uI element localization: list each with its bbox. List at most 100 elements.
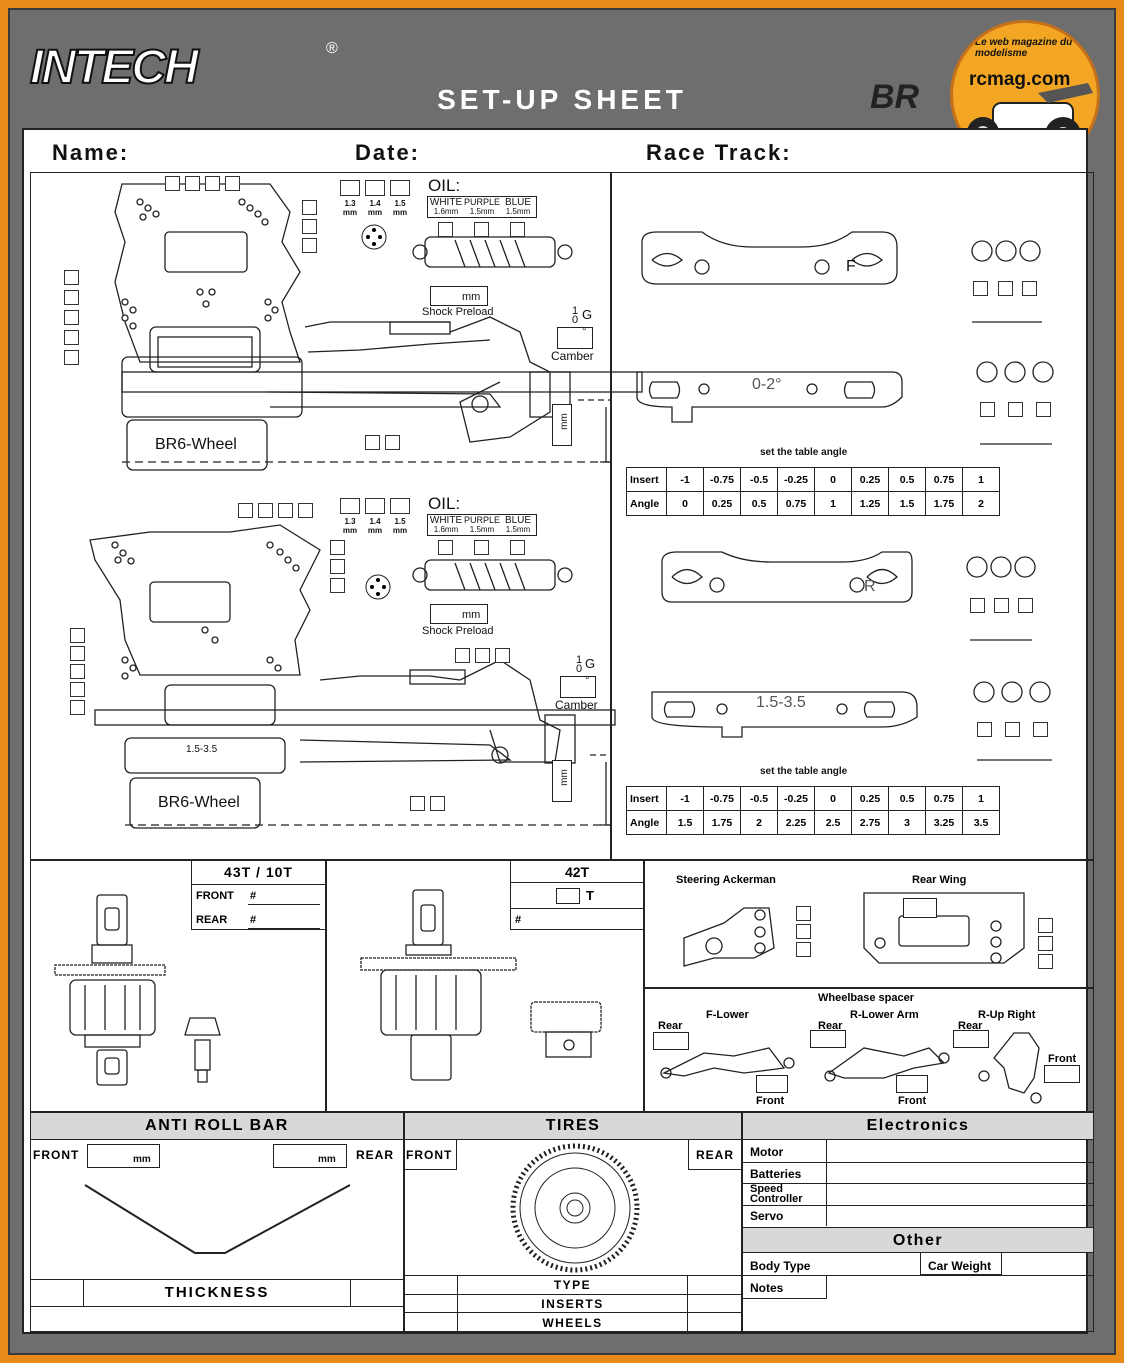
front-tower-left-5[interactable]: [64, 350, 79, 365]
wb-part1-front-field[interactable]: [756, 1075, 788, 1093]
front-tower-left-3[interactable]: [64, 310, 79, 325]
front-tower-box-4[interactable]: [225, 176, 240, 191]
rear-tower-box-4[interactable]: [298, 503, 313, 518]
wb-part2-front-field[interactable]: [896, 1075, 928, 1093]
rear-tower-left-3[interactable]: [70, 664, 85, 679]
rear-tower-right-2[interactable]: [330, 559, 345, 574]
rear-link-box-3[interactable]: [495, 648, 510, 663]
anti-roll-front-field[interactable]: [87, 1144, 160, 1168]
ackerman-box-1[interactable]: [796, 906, 811, 921]
wb-part2-rear-field[interactable]: [810, 1030, 846, 1048]
front-ride-height-field[interactable]: [552, 404, 572, 446]
tires-wheels[interactable]: WHEELS: [542, 1316, 603, 1330]
diff1-front-field[interactable]: [248, 904, 320, 905]
rear-tower-right-3[interactable]: [330, 578, 345, 593]
front-shim-box-1[interactable]: [973, 281, 988, 296]
front-arm-box-1[interactable]: [365, 435, 380, 450]
thickness-cell[interactable]: [83, 1279, 351, 1307]
front-shim-box-2[interactable]: [998, 281, 1013, 296]
rear-shim-box-1[interactable]: [970, 598, 985, 613]
spring-box-2[interactable]: [365, 180, 385, 196]
oil-box-1[interactable]: [438, 222, 453, 237]
anti-roll-rear-field[interactable]: [273, 1144, 347, 1168]
name-field[interactable]: Name:: [52, 140, 130, 165]
rear-oil-box-2[interactable]: [474, 540, 489, 555]
wb-part3-front-field[interactable]: [1044, 1065, 1080, 1083]
rear-arm-box-1[interactable]: [410, 796, 425, 811]
rear-oil-box-3[interactable]: [510, 540, 525, 555]
rear-spring-box-1[interactable]: [340, 498, 360, 514]
rear-spring-box-2[interactable]: [365, 498, 385, 514]
notes-label[interactable]: Notes: [750, 1281, 784, 1295]
front-insert-shim-3[interactable]: [1036, 402, 1051, 417]
ackerman-box-3[interactable]: [796, 942, 811, 957]
rear-camber-field[interactable]: [560, 676, 596, 698]
spring-box-1[interactable]: [340, 180, 360, 196]
front-insert-shim-1[interactable]: [980, 402, 995, 417]
front-tower-right-3[interactable]: [302, 238, 317, 253]
rear-link-box-2[interactable]: [475, 648, 490, 663]
front-tower-right-2[interactable]: [302, 219, 317, 234]
wb-part1-name: F-Lower: [706, 1009, 749, 1021]
front-insert-v7: 0.5: [888, 467, 926, 492]
front-camber-field[interactable]: [557, 327, 593, 349]
front-arm-box-2[interactable]: [385, 435, 400, 450]
rear-tower-box-3[interactable]: [278, 503, 293, 518]
diff1-rear-label: REAR: [196, 914, 228, 926]
front-tower-left-4[interactable]: [64, 330, 79, 345]
front-tower-left-1[interactable]: [64, 270, 79, 285]
rear-tower-box-1[interactable]: [238, 503, 253, 518]
date-field[interactable]: Date:: [355, 140, 421, 165]
diff1-rear-field[interactable]: [248, 928, 320, 929]
wing-box-1[interactable]: [1038, 918, 1053, 933]
front-wheel-label: BR6-Wheel: [155, 436, 237, 453]
wb-part2-name: R-Lower Arm: [850, 1009, 919, 1021]
rear-tower-right-1[interactable]: [330, 540, 345, 555]
front-tower-box-3[interactable]: [205, 176, 220, 191]
wb-part3-rear-field[interactable]: [953, 1030, 989, 1048]
race-track-field[interactable]: Race Track:: [646, 140, 792, 165]
oil-box-2[interactable]: [474, 222, 489, 237]
rear-tower-box-2[interactable]: [258, 503, 273, 518]
rear-insert-shim-1[interactable]: [977, 722, 992, 737]
tires-inserts[interactable]: INSERTS: [541, 1297, 604, 1311]
page-title: SET-UP SHEET: [437, 84, 687, 115]
ackerman-box-2[interactable]: [796, 924, 811, 939]
rear-ride-height-field[interactable]: [552, 760, 572, 802]
rear-preload-field[interactable]: [430, 604, 488, 624]
front-shim-box-3[interactable]: [1022, 281, 1037, 296]
tires-front-label: FRONT: [406, 1148, 453, 1162]
wb-part1-rear-field[interactable]: [653, 1032, 689, 1050]
wing-box-2[interactable]: [1038, 936, 1053, 951]
rear-insert-shim-2[interactable]: [1005, 722, 1020, 737]
rear-shim-box-2[interactable]: [994, 598, 1009, 613]
rear-link-box-1[interactable]: [455, 648, 470, 663]
electronics-panel: [742, 1112, 1094, 1332]
rear-insert-shim-3[interactable]: [1033, 722, 1048, 737]
spring-box-3[interactable]: [390, 180, 410, 196]
hub-panel: [611, 172, 1094, 860]
front-tower-right-1[interactable]: [302, 200, 317, 215]
rear-tower-left-2[interactable]: [70, 646, 85, 661]
camber-degree: °: [582, 326, 587, 338]
oil-box-3[interactable]: [510, 222, 525, 237]
front-tower-left-2[interactable]: [64, 290, 79, 305]
front-tower-box-1[interactable]: [165, 176, 180, 191]
rear-shim-box-3[interactable]: [1018, 598, 1033, 613]
car-weight-cell[interactable]: [920, 1253, 1002, 1275]
front-insert-shim-2[interactable]: [1008, 402, 1023, 417]
rear-spring-box-3[interactable]: [390, 498, 410, 514]
rear-oil-box-1[interactable]: [438, 540, 453, 555]
rear-tower-left-4[interactable]: [70, 682, 85, 697]
wing-box-3[interactable]: [1038, 954, 1053, 969]
diff2-t-field[interactable]: [556, 888, 580, 904]
tires-type[interactable]: TYPE: [553, 1278, 592, 1292]
front-tower-box-2[interactable]: [185, 176, 200, 191]
wing-slot-field[interactable]: [903, 898, 937, 918]
rear-tower-left-5[interactable]: [70, 700, 85, 715]
front-preload-field[interactable]: [430, 286, 488, 306]
rear-arm-box-2[interactable]: [430, 796, 445, 811]
rear-piston-icon: [365, 574, 391, 600]
electronics-fields[interactable]: [827, 1140, 1093, 1226]
rear-tower-left-1[interactable]: [70, 628, 85, 643]
